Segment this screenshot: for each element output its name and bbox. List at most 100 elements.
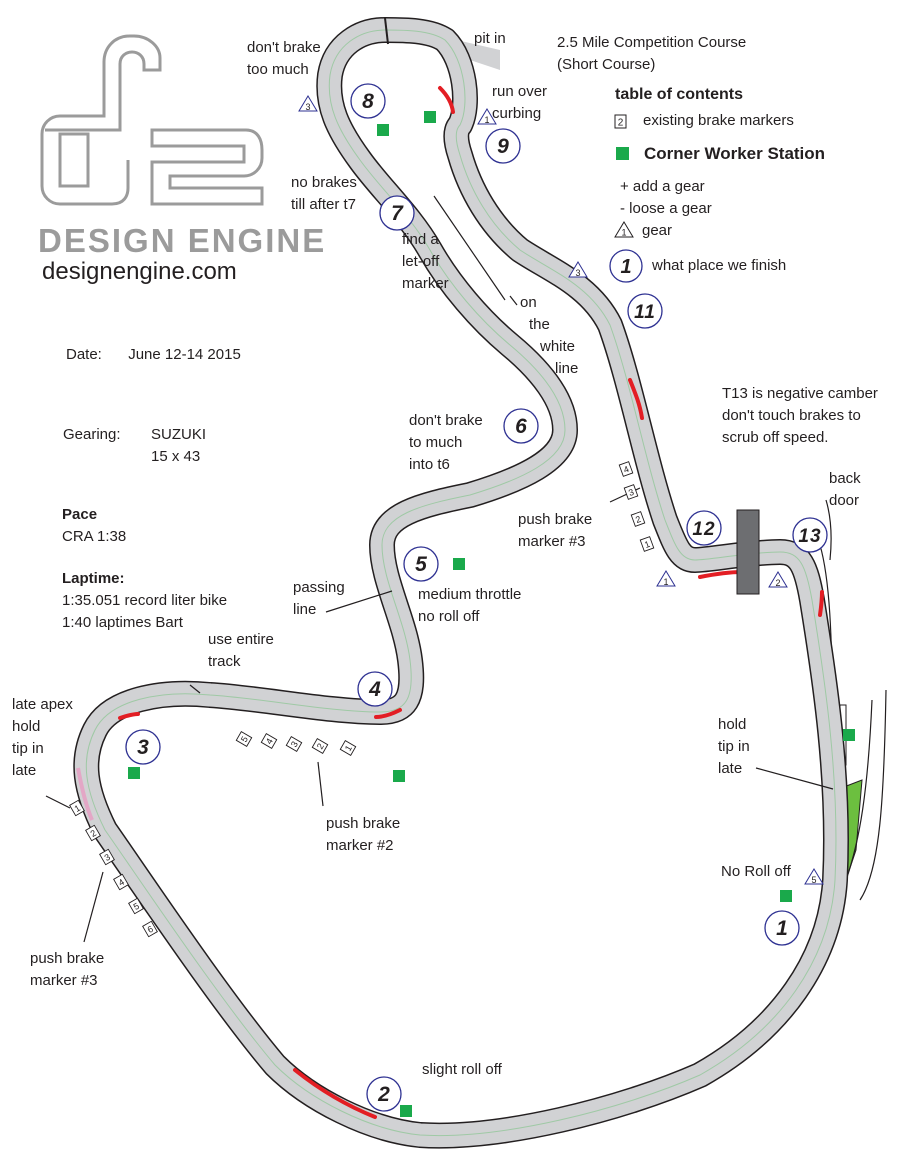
date-row: Date: June 12-14 2015 [66, 344, 241, 366]
note-line: scrub off speed. [722, 429, 829, 446]
turn-number: 6 [515, 415, 527, 438]
note-find-letoff: find a let-off marker [402, 229, 449, 295]
note-hold-tip-in-late: hold tip in late [718, 714, 750, 780]
legend-place: what place we finish [652, 257, 787, 274]
turn-number: 9 [497, 135, 509, 158]
turn-circle [792, 517, 828, 553]
note-medium-throttle: medium throttle no roll off [418, 584, 521, 628]
brake-marker-box [128, 897, 144, 915]
turn-circle [627, 293, 663, 329]
outer-road-line [845, 699, 873, 881]
pace-value: CRA 1:38 [62, 528, 127, 545]
note-back-door: back door [829, 468, 861, 512]
gearing-values: SUZUKI 15 x 43 [151, 424, 206, 468]
note-line: line [555, 360, 579, 377]
note-run-over-curbing: run over curbing [492, 81, 547, 125]
turn-circle [350, 83, 386, 119]
brand-url[interactable]: designengine.com [42, 258, 237, 285]
brake-marker: 3 [99, 848, 115, 866]
note-line: door [829, 492, 860, 509]
gear-triangle [477, 108, 497, 125]
gear-mark: 3 [298, 95, 318, 112]
brake-marker-box [639, 536, 655, 552]
note-line: marker #3 [518, 533, 586, 550]
note-line: to much [409, 434, 463, 451]
note-line: don't brake [247, 39, 321, 56]
turn-8-marker: 8 [350, 83, 386, 119]
brand-name: DESIGN ENGINE [38, 222, 327, 259]
brake-marker-box [99, 848, 115, 866]
outer-road-line-2 [859, 689, 887, 901]
note-line: curbing [492, 105, 542, 122]
note-line: marker #2 [326, 837, 394, 854]
note-line: white [540, 338, 576, 355]
legend-title: table of contents [615, 86, 744, 103]
gear-number: 1 [663, 577, 668, 587]
note-line: don't brake [409, 412, 483, 429]
gearing-ratio: 15 x 43 [151, 448, 201, 465]
gear-mark: 2 [768, 571, 788, 588]
date-label: Date: [66, 346, 102, 363]
note-line: push brake [30, 950, 105, 967]
gear-triangle [804, 868, 824, 885]
turn-number: 1 [776, 917, 788, 940]
brake-marker-box [311, 738, 329, 754]
gear-mark: 1 [656, 570, 676, 587]
note-line: on [520, 294, 537, 311]
legend-station-icon [616, 147, 629, 160]
brake-marker-box [69, 799, 85, 817]
brake-marker-number: 1 [73, 803, 82, 814]
gear-triangle [298, 95, 318, 112]
note-no-roll-off: No Roll off [721, 863, 791, 880]
legend-brake-marker-icon: 2 [614, 114, 627, 129]
brake-marker-box [260, 733, 278, 749]
note-line: find a [402, 231, 439, 248]
gear-number: 1 [484, 115, 489, 125]
turn-4-marker: 4 [357, 671, 393, 707]
brake-marker-number: 5 [132, 901, 141, 912]
legend-gear-sample: 1 [621, 228, 626, 238]
laptime-block: Laptime: 1:35.051 record liter bike 1:40… [62, 568, 227, 634]
brake-marker-box [339, 740, 357, 756]
gear-number: 5 [811, 875, 816, 885]
course-subtitle-line: (Short Course) [557, 56, 656, 73]
turn-circle [379, 195, 415, 231]
gear-number: 3 [305, 102, 310, 112]
brake-marker: 4 [260, 733, 278, 749]
note-slight-roll-off: slight roll off [422, 1061, 502, 1078]
note-line: too much [247, 61, 309, 78]
turn-6-marker: 6 [503, 408, 539, 444]
gear-mark: 5 [804, 868, 824, 885]
turn-3-marker: 3 [125, 729, 161, 765]
note-line: late [12, 762, 37, 779]
note-line: don't touch brakes to [722, 407, 861, 424]
brake-marker-number: 1 [343, 744, 354, 753]
brake-marker-box [630, 511, 646, 527]
brake-marker-box [618, 461, 634, 477]
note-pit-in: pit in [474, 30, 506, 47]
note-dont-brake-too-much: don't brake too much [247, 37, 321, 81]
turn-13-marker: 13 [792, 517, 828, 553]
brake-marker: 5 [235, 731, 253, 747]
legend-loose-gear: - loose a gear [620, 200, 712, 217]
turn-number: 11 [634, 302, 656, 323]
note-line: let-off [402, 253, 440, 270]
laptime-title: Laptime: [62, 570, 125, 587]
turn-circle [764, 910, 800, 946]
turn-2-marker: 2 [366, 1076, 402, 1112]
brake-marker-number: 3 [289, 740, 300, 749]
brake-marker-box [285, 736, 303, 752]
gear-number: 2 [775, 578, 780, 588]
turn-circle [686, 510, 722, 546]
brake-marker: 2 [85, 824, 101, 842]
legend-brake-markers: existing brake markers [643, 112, 794, 129]
course-title: 2.5 Mile Competition Course (Short Cours… [557, 32, 746, 76]
brake-marker: 3 [623, 484, 639, 500]
start-finish-line [384, 17, 389, 45]
brake-marker: 5 [128, 897, 144, 915]
brake-marker: 2 [630, 511, 646, 527]
brake-marker-number: 4 [622, 464, 630, 475]
brake-marker: 6 [142, 920, 158, 938]
note-line: the [529, 316, 550, 333]
